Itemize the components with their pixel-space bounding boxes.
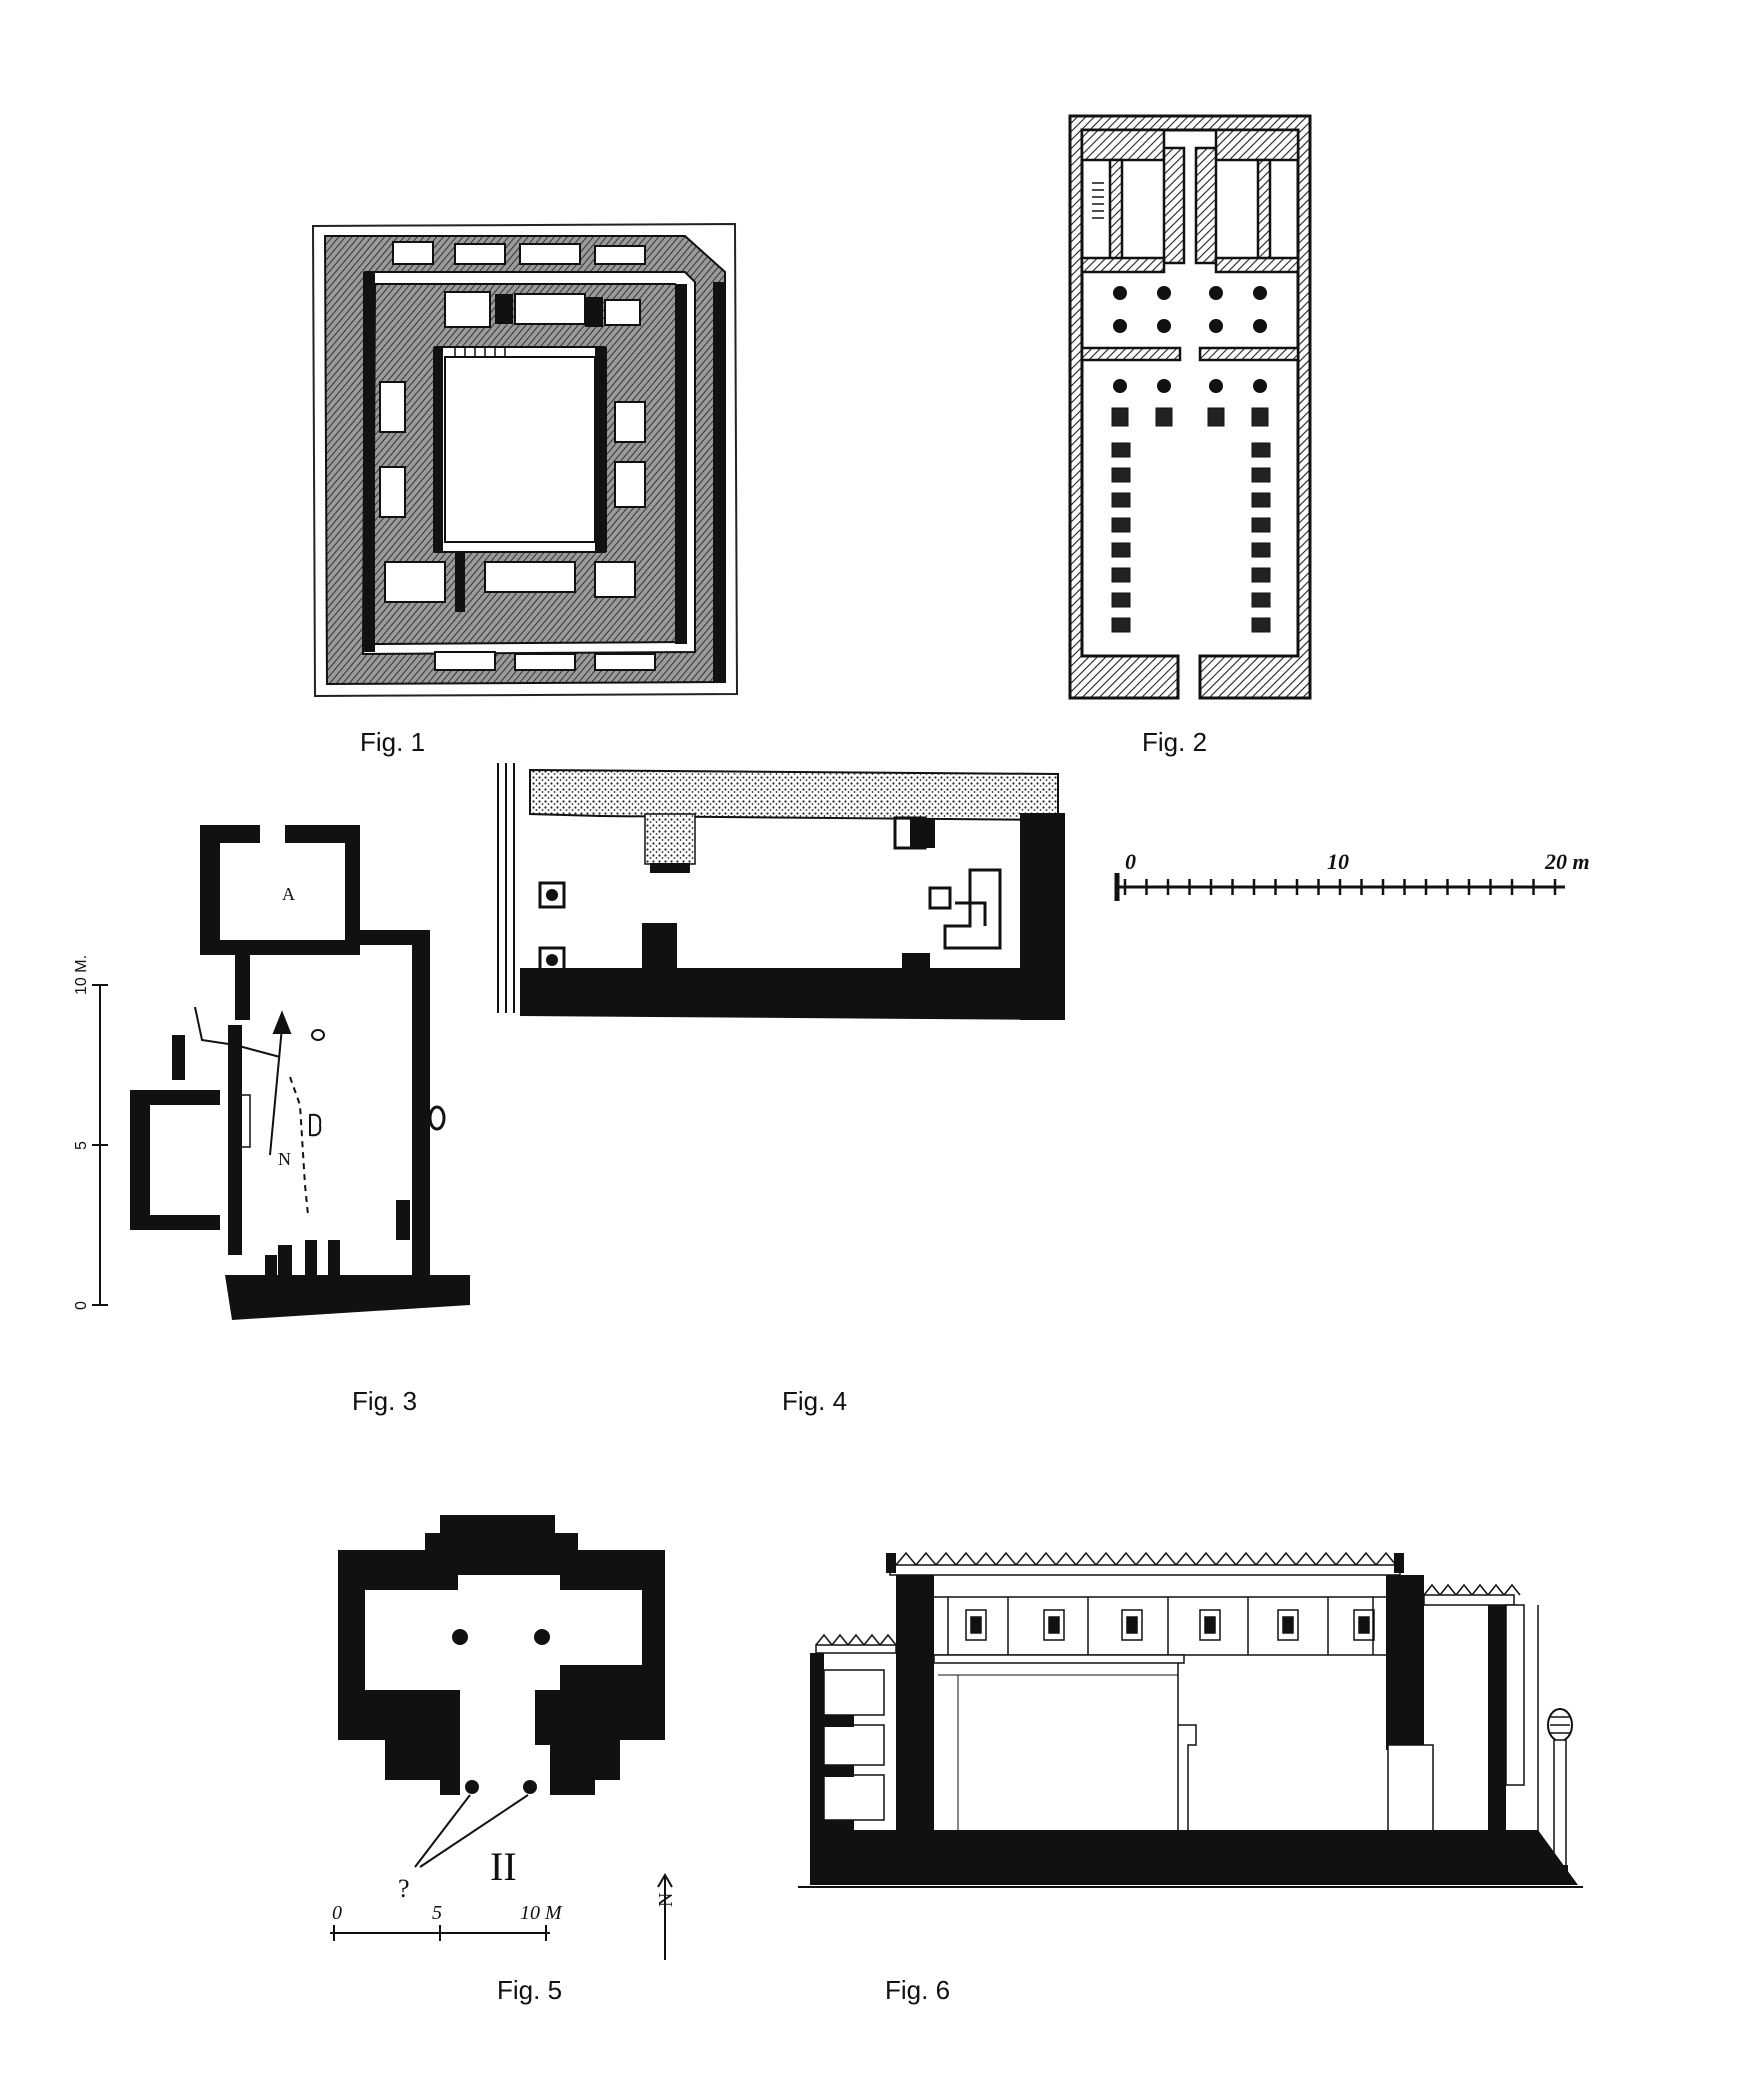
caption-fig-2: Fig. 2 [1142,727,1208,757]
figure-2-temple-plan [1060,108,1320,708]
north-label-fig3: N [278,1149,291,1169]
fig5-scale-label-0: 0 [332,1902,342,1924]
outer-frame [311,222,739,698]
fig3-scale-label-0: 0 [73,1301,90,1310]
caption-fig-5: Fig. 5 [497,1975,563,2005]
caption-fig-3: Fig. 3 [352,1386,418,1416]
caption-fig-4: Fig. 4 [782,1386,848,1416]
scale-bar-fig4: 0 10 20 m [1105,845,1635,925]
scale-label-10: 10 [1327,849,1349,874]
scale-label-0: 0 [1125,849,1136,874]
figure-1-isometric-plan [305,222,745,702]
fig5-scale-label-5: 5 [432,1902,442,1924]
scale-label-20m: 20 m [1544,849,1590,874]
central-court [444,356,596,543]
caption-fig-1: Fig. 1 [360,727,426,757]
fig3-scale-bar [92,984,108,1306]
north-arrow-icon [657,1873,673,1960]
question-mark: ? [398,1874,410,1903]
caption-fig-6: Fig. 6 [885,1975,951,2005]
room-label-a: A [282,884,295,904]
roman-numeral-label: II [490,1844,517,1889]
figure-4-plan [490,758,1070,1028]
fig5-scale-label-10m: 10 M [520,1902,563,1924]
columns [1113,286,1267,393]
north-label-fig5: N [655,1893,677,1907]
fig3-scale-label-5: 5 [73,1141,90,1150]
fig5-scale-bar [330,1925,550,1941]
figure-3-plan: 10 M. 5 0 [60,815,480,1335]
figure-5-plan: ? II 0 5 10 M N [320,1505,760,1975]
figure-6-section [798,1525,1588,1900]
fig3-scale-label-10: 10 M. [73,955,90,995]
